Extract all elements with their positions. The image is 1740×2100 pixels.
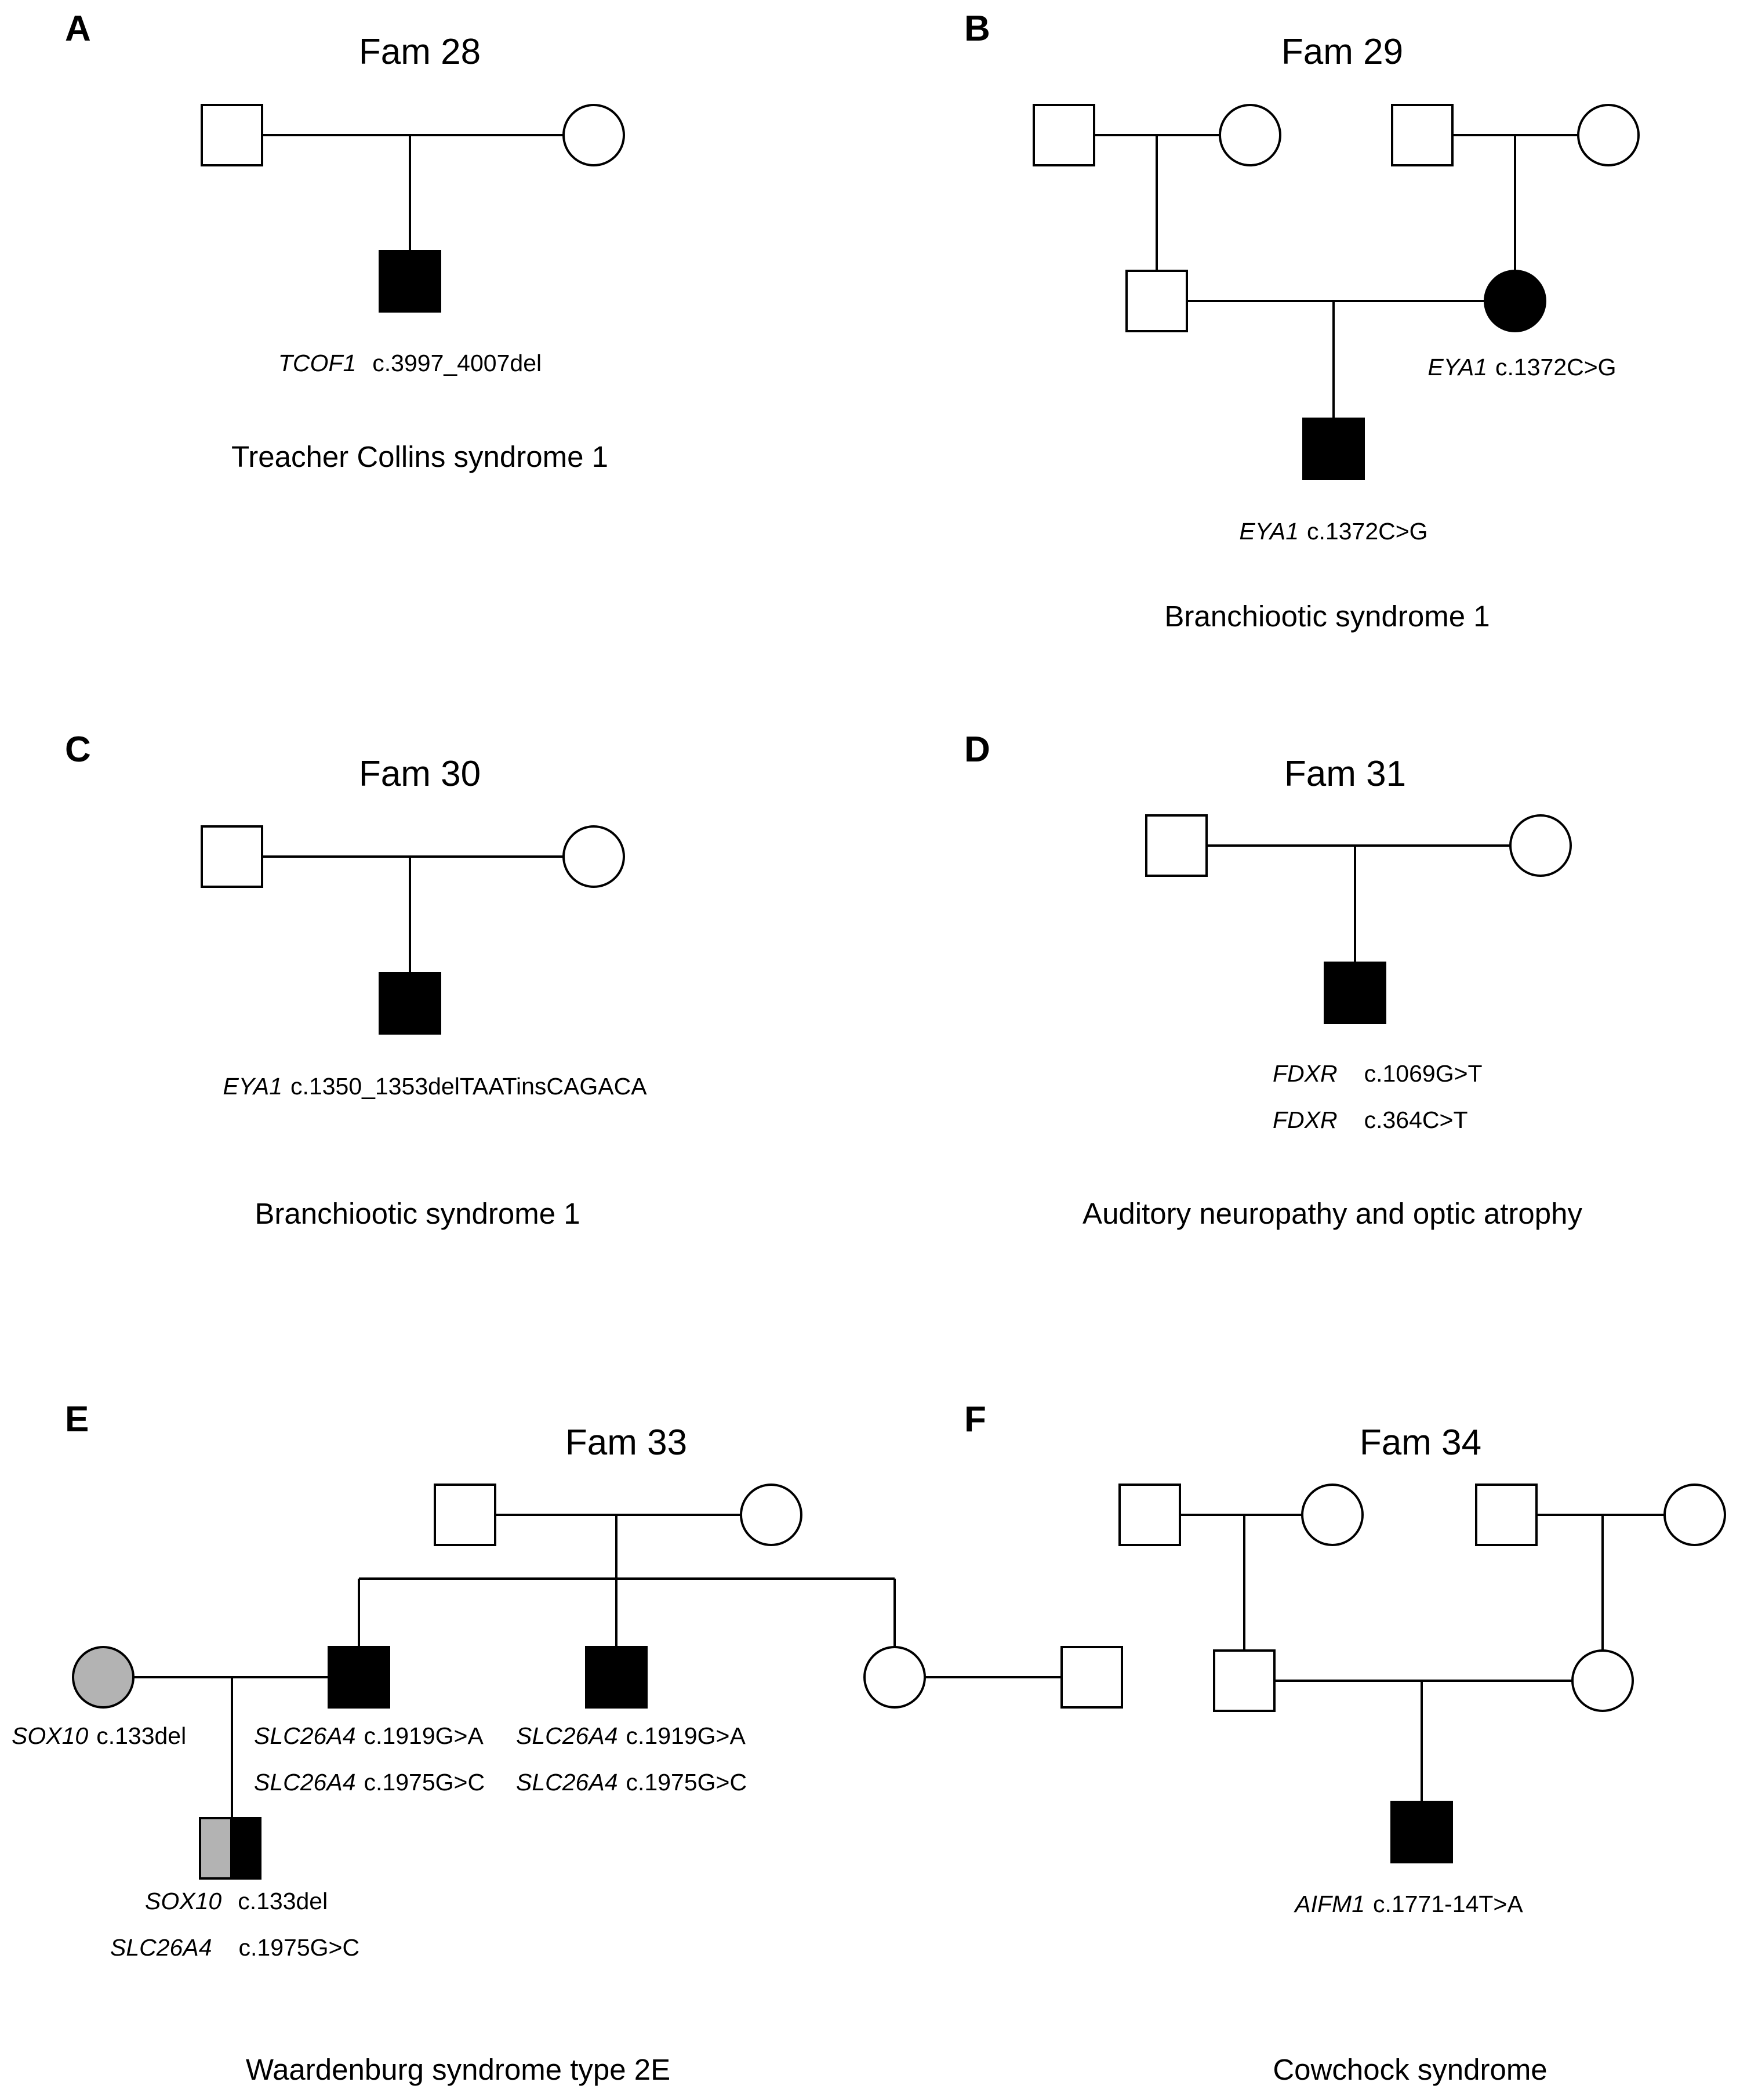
panel-letter-e: E [65,1399,89,1439]
proband-affected-male [1302,418,1365,480]
father-unaffected-male [1145,814,1208,877]
paternal-grandfather-male [1033,104,1095,166]
panel-letter-d: D [964,730,990,770]
paternal-grandfather-male [1118,1484,1181,1546]
father-unaffected-male [1213,1649,1276,1712]
mother-unaffected-female [562,104,625,166]
son2-affected-male [585,1646,648,1709]
panel-letter-b: B [964,9,990,49]
family-title-c: Fam 30 [359,754,481,794]
mother-unaffected-female [1509,814,1572,877]
pedigree-lines-d [1207,844,1510,963]
father-unaffected-male [201,825,263,888]
mother-affected-female [1484,270,1546,332]
father-unaffected-male [201,104,263,166]
panel-letter-a: A [65,9,91,49]
daughter-unaffected-female [863,1646,926,1709]
mother-unaffected-female [1571,1649,1634,1712]
son-in-law-unaffected-male [1060,1646,1123,1709]
paternal-grandmother-female [1219,104,1281,166]
syndrome-label-f: Cowchock syndrome [1273,2053,1547,2086]
pedigree-lines-e [133,1514,1062,1818]
family-title-b: Fam 29 [1281,32,1403,72]
maternal-grandfather-male [1391,104,1454,166]
syndrome-label-d: Auditory neuropathy and optic atrophy [1082,1197,1582,1230]
pedigree-lines-a [262,134,564,251]
father-unaffected-male [1125,270,1188,332]
family-title-a: Fam 28 [359,32,481,72]
proband-affected-male [1324,962,1386,1024]
pedigree-lines-c [262,855,564,973]
proband-affected-male [379,972,441,1035]
mother-unaffected-female [562,825,625,888]
panel-letter-f: F [964,1399,986,1439]
family-title-e: Fam 33 [565,1423,687,1463]
proband-affected-male [379,250,441,313]
maternal-grandmother-female [1577,104,1640,166]
proband-affected-male [1390,1801,1453,1863]
spouse-carrier-female [72,1646,135,1709]
paternal-grandmother-female [1301,1484,1364,1546]
grandmother-unaffected-female [740,1484,802,1546]
pedigree-lines-b [1094,134,1578,419]
syndrome-label-e: Waardenburg syndrome type 2E [246,2053,670,2086]
grandfather-unaffected-male [434,1484,496,1546]
grandchild-mixed-phenotype-male [199,1817,261,1880]
maternal-grandfather-male [1475,1484,1538,1546]
family-title-f: Fam 34 [1360,1423,1481,1463]
maternal-grandmother-female [1663,1484,1726,1546]
syndrome-label-b: Branchiootic syndrome 1 [1164,600,1490,633]
syndrome-label-a: Treacher Collins syndrome 1 [231,440,608,473]
son1-affected-male [328,1646,390,1709]
syndrome-label-c: Branchiootic syndrome 1 [255,1197,580,1230]
pedigree-lines-f [1180,1514,1665,1802]
family-title-d: Fam 31 [1284,754,1406,794]
panel-letter-c: C [65,730,91,770]
